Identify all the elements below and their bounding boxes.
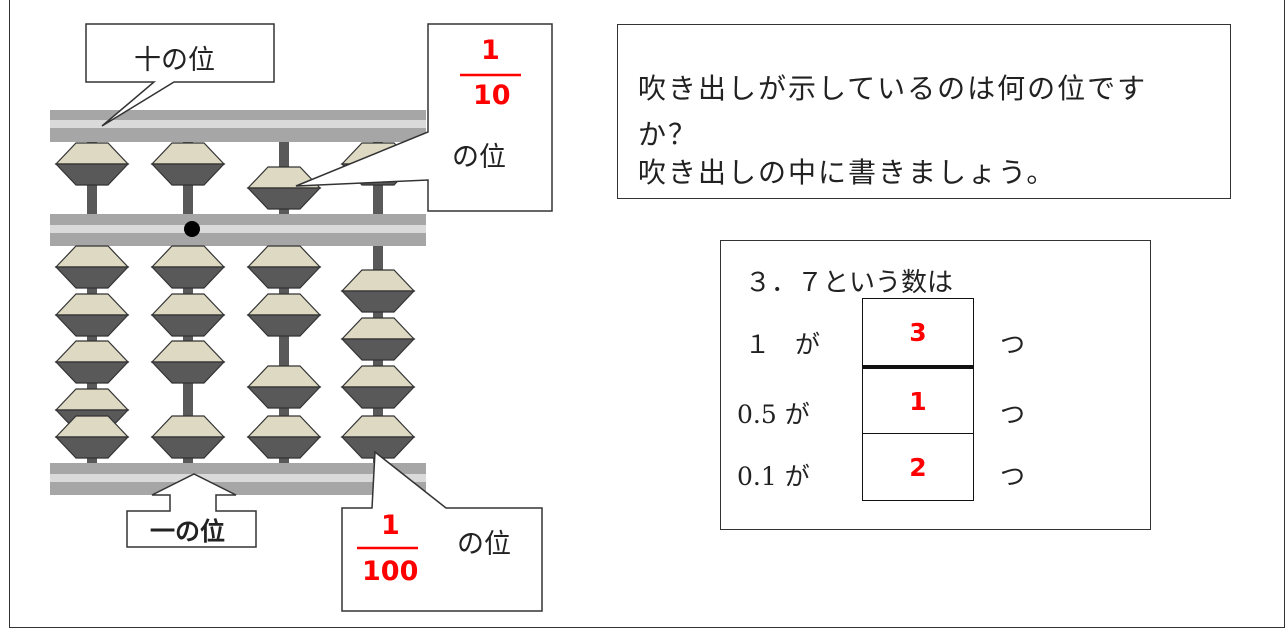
bead	[246, 365, 322, 409]
answer-row-suffix: つ	[1000, 462, 1026, 491]
question-line-3: 吹き出しの中に書きましょう。	[638, 156, 1057, 189]
hundredths-numerator: 1	[381, 510, 400, 541]
question-box: 吹き出しが示しているのは何の位です か？ 吹き出しの中に書きましょう。	[617, 24, 1231, 199]
tenths-denominator: 10	[473, 80, 511, 111]
answer-row-label: 0.1 が	[737, 462, 810, 491]
answer-cell[interactable]: 2	[862, 433, 974, 501]
abacus-bottom-bar	[50, 463, 426, 495]
bead	[54, 142, 130, 186]
answer-row-suffix: つ	[1000, 400, 1026, 429]
bead	[340, 269, 416, 313]
bead	[54, 245, 130, 289]
worksheet-frame	[9, 0, 1285, 628]
bead	[150, 415, 226, 459]
tenths-suffix: の位	[452, 142, 506, 173]
answer-row-label: 0.5 が	[737, 400, 810, 429]
tenths-numerator: 1	[481, 35, 500, 66]
callout-ones-place	[126, 473, 257, 548]
answer-cell[interactable]: 3	[862, 298, 974, 366]
bead	[246, 245, 322, 289]
bead	[150, 293, 226, 337]
callout-hundredths-place	[341, 450, 543, 612]
bead	[246, 166, 322, 210]
bead	[54, 415, 130, 459]
bead	[54, 340, 130, 384]
answer-row-label: １ が	[745, 330, 821, 359]
bead	[150, 245, 226, 289]
callout-tenths-place	[295, 23, 553, 212]
answer-cell[interactable]: 1	[862, 366, 974, 434]
abacus-beam	[50, 214, 426, 246]
answer-value: 1	[909, 386, 927, 416]
answer-value: 2	[909, 452, 927, 482]
hundredths-suffix: の位	[457, 529, 511, 560]
question-line-1: 吹き出しが示しているのは何の位です	[638, 72, 1148, 105]
bead	[246, 415, 322, 459]
bead	[340, 415, 416, 459]
bead	[150, 142, 226, 186]
tens-place-label: 十の位	[134, 45, 215, 76]
ones-place-label: 一の位	[150, 517, 226, 546]
bead	[340, 317, 416, 361]
abacus-beads	[54, 142, 416, 459]
callout-tens-place	[85, 23, 275, 127]
unit-point-dot	[184, 221, 200, 237]
bead	[150, 340, 226, 384]
answer-box-title: ３．７という数は	[745, 268, 954, 298]
bead	[54, 293, 130, 337]
answer-row-suffix: つ	[1000, 330, 1026, 359]
hundredths-denominator: 100	[362, 556, 419, 587]
bead	[246, 293, 322, 337]
answer-value: 3	[909, 317, 927, 347]
abacus-top-bar	[50, 110, 426, 142]
question-line-2: か？	[638, 118, 699, 151]
bead	[340, 365, 416, 409]
